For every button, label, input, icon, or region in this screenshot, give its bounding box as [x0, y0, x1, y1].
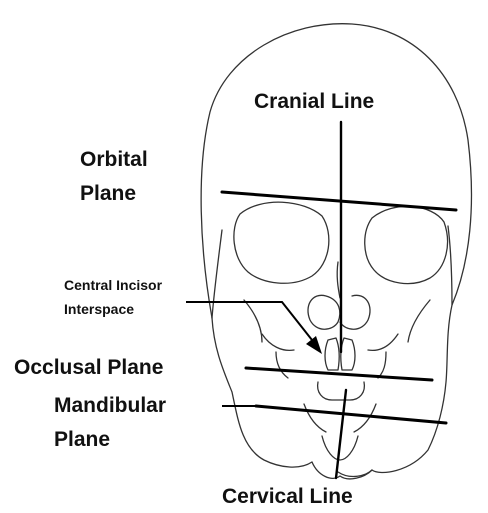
cervical-midline [336, 390, 346, 478]
orbital-plane-label-line1: Orbital [80, 148, 148, 171]
right-cheek-outline [448, 226, 452, 305]
chin-outline [312, 462, 372, 479]
left-cheek-outline [212, 230, 222, 318]
central-incisor-arrowhead [306, 336, 322, 354]
right-orbit-icon [365, 206, 448, 283]
orbital-plane-line [222, 192, 456, 210]
orbital-plane-label-line2: Plane [80, 182, 136, 205]
cranial-line-label: Cranial Line [254, 90, 374, 113]
central-incisor-label-line2: Interspace [64, 301, 134, 317]
zygoma-right-detail [408, 300, 430, 342]
cervical-line-label: Cervical Line [222, 485, 353, 508]
left-orbit-icon [234, 202, 329, 283]
nasal-cavity-right-icon [340, 295, 370, 329]
mandibular-plane-label-line2: Plane [54, 428, 110, 451]
mandibular-plane-line [256, 406, 446, 423]
occlusal-plane-line [246, 368, 432, 380]
central-incisor-leader [186, 302, 312, 340]
central-incisor-label-line1: Central Incisor [64, 277, 163, 293]
maxilla-right-detail [368, 334, 398, 378]
lower-teeth-icon [318, 382, 365, 400]
occlusal-plane-label: Occlusal Plane [14, 356, 163, 379]
zygoma-left-detail [244, 300, 262, 342]
mandible-detail [304, 404, 376, 432]
nasal-bridge [337, 262, 340, 298]
nasal-cavity-icon [308, 295, 340, 329]
mandibular-plane-label-line1: Mandibular [54, 394, 166, 417]
